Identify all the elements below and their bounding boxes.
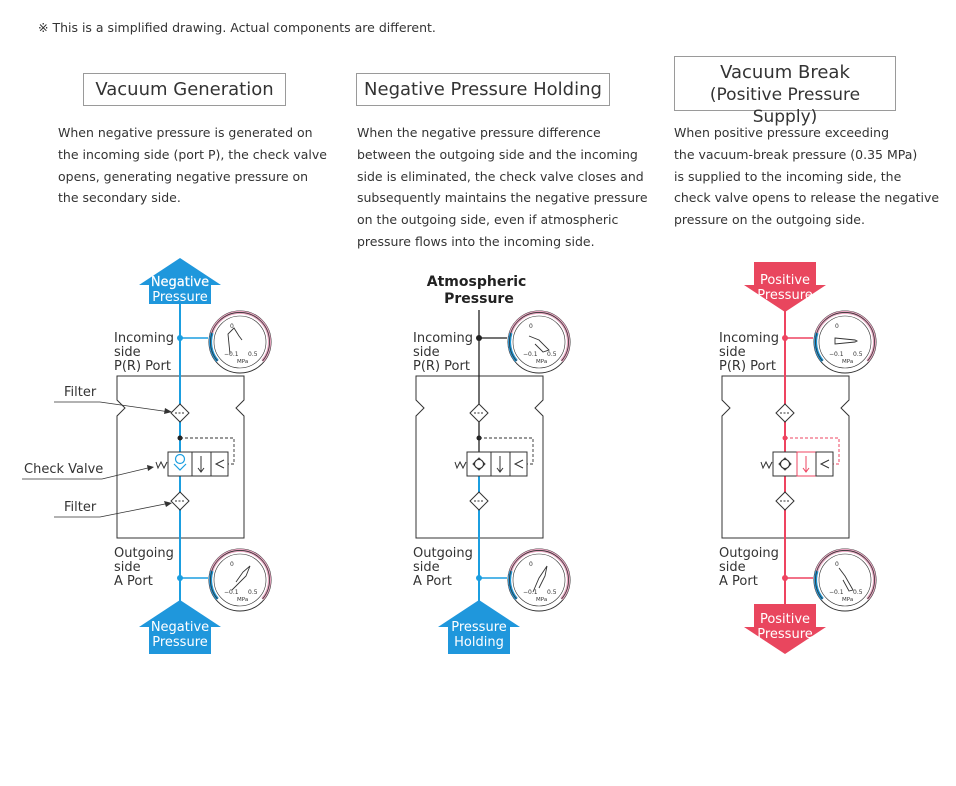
svg-text:−0.1: −0.1 xyxy=(829,351,844,358)
description-line: the vacuum-break pressure (0.35 MPa) xyxy=(674,146,918,162)
description-line: the incoming side (port P), the check va… xyxy=(58,146,327,162)
incoming-port-label: Incoming side P(R) Port xyxy=(413,331,477,374)
description-line: side is eliminated, the check valve clos… xyxy=(357,168,644,184)
check-valve-symbol xyxy=(760,451,834,477)
description-line: is supplied to the incoming side, the xyxy=(674,168,902,184)
arrow-label: Positive xyxy=(760,612,810,627)
filter-callout-top: Filter xyxy=(64,385,97,400)
svg-text:0: 0 xyxy=(230,561,234,568)
svg-text:MPa: MPa xyxy=(842,597,853,603)
svg-text:MPa: MPa xyxy=(842,359,853,365)
svg-text:0.5: 0.5 xyxy=(248,351,258,358)
arrow-label: Negative xyxy=(151,620,209,635)
pilot-line xyxy=(479,437,534,465)
title-vacuum-generation: Vacuum Generation xyxy=(83,73,286,106)
svg-text:0: 0 xyxy=(529,323,533,330)
diagram-vacuum-generation: Negative Pressure Negative Pressure Inco… xyxy=(114,258,273,654)
description-line: check valve opens to release the negativ… xyxy=(674,190,940,206)
description-line: on the outgoing side, even if atmospheri… xyxy=(357,212,619,228)
svg-text:0: 0 xyxy=(835,323,839,330)
disclaimer-note: ※ This is a simplified drawing. Actual c… xyxy=(38,20,436,35)
description-line: pressure flows into the incoming side. xyxy=(357,233,595,249)
atmospheric-pressure-label: Atmospheric Pressure xyxy=(427,274,531,307)
arrow-label: Pressure xyxy=(757,288,813,303)
svg-text:0.5: 0.5 xyxy=(547,351,557,358)
title-vacuum-break: Vacuum Break (Positive Pressure Supply) xyxy=(674,56,896,127)
svg-text:−0.1: −0.1 xyxy=(224,589,239,596)
filter-callout-bottom: Filter xyxy=(64,500,97,515)
outgoing-port-label: Outgoing side A Port xyxy=(719,546,783,589)
svg-text:−0.1: −0.1 xyxy=(224,351,239,358)
svg-text:MPa: MPa xyxy=(536,359,547,365)
pilot-line xyxy=(785,437,840,465)
svg-text:0: 0 xyxy=(529,561,533,568)
pilot-line xyxy=(180,437,235,465)
description-line: the secondary side. xyxy=(58,190,181,206)
arrow-label: Pressure xyxy=(451,620,507,635)
arrow-label: Pressure xyxy=(152,290,208,305)
outgoing-port-label: Outgoing side A Port xyxy=(114,546,178,589)
check-valve-symbol xyxy=(454,451,528,477)
svg-text:0.5: 0.5 xyxy=(248,589,258,596)
svg-text:−0.1: −0.1 xyxy=(829,589,844,596)
negative-pressure-up-arrow xyxy=(139,600,221,654)
incoming-port-label: Incoming side P(R) Port xyxy=(719,331,783,374)
pressure-gauge-incoming: 0 −0.1 0.5 MPa xyxy=(207,309,273,375)
title-line-1: Vacuum Break xyxy=(720,62,850,83)
svg-text:MPa: MPa xyxy=(536,597,547,603)
svg-text:0.5: 0.5 xyxy=(547,589,557,596)
svg-text:0.5: 0.5 xyxy=(853,351,863,358)
check-valve-callout: Check Valve xyxy=(24,462,103,477)
diagram-negative-pressure-holding: Atmospheric Pressure Pressure Holding In… xyxy=(413,274,572,654)
arrow-label: Pressure xyxy=(757,627,813,642)
positive-pressure-down-arrow xyxy=(744,604,826,654)
diagram-vacuum-break: Positive Pressure Positive Pressure Inco… xyxy=(719,262,878,654)
svg-text:MPa: MPa xyxy=(237,359,248,365)
pressure-holding-up-arrow xyxy=(438,600,520,654)
description-line: When the negative pressure difference xyxy=(357,125,601,140)
svg-text:MPa: MPa xyxy=(237,597,248,603)
svg-text:0.5: 0.5 xyxy=(853,589,863,596)
outgoing-port-label: Outgoing side A Port xyxy=(413,546,477,589)
pressure-gauge-outgoing: 0 −0.1 0.5 MPa xyxy=(812,547,878,613)
title-negative-pressure-holding: Negative Pressure Holding xyxy=(356,73,610,106)
title-text: Vacuum Generation xyxy=(95,79,274,100)
arrow-label: Pressure xyxy=(152,635,208,650)
check-valve-symbol xyxy=(155,451,229,477)
title-text: Negative Pressure Holding xyxy=(364,79,602,100)
description-line: When positive pressure exceeding xyxy=(674,125,890,140)
description-line: opens, generating negative pressure on xyxy=(58,168,309,184)
svg-text:0: 0 xyxy=(835,561,839,568)
svg-text:0: 0 xyxy=(230,323,234,330)
pressure-gauge-outgoing: 0 −0.1 0.5 MPa xyxy=(207,547,273,613)
pressure-gauge-incoming: 0 −0.1 0.5 MPa xyxy=(506,309,572,375)
arrow-label: Holding xyxy=(454,635,504,650)
arrow-label: Negative xyxy=(151,275,209,290)
description-line: between the outgoing side and the incomi… xyxy=(357,146,638,162)
description-line: When negative pressure is generated on xyxy=(58,125,313,140)
pressure-gauge-incoming: 0 −0.1 0.5 MPa xyxy=(812,309,878,375)
title-line-2: (Positive Pressure Supply) xyxy=(709,85,861,127)
description-line: pressure on the outgoing side. xyxy=(674,212,865,228)
description-vacuum-break: When positive pressure exceeding the vac… xyxy=(674,122,939,231)
incoming-port-label: Incoming side P(R) Port xyxy=(114,331,178,374)
positive-pressure-down-arrow xyxy=(744,262,826,312)
arrow-label: Positive xyxy=(760,273,810,288)
callouts: Filter Check Valve Filter xyxy=(22,385,172,518)
description-negative-pressure-holding: When the negative pressure difference be… xyxy=(357,122,648,253)
description-line: subsequently maintains the negative pres… xyxy=(357,190,648,206)
svg-text:−0.1: −0.1 xyxy=(523,351,538,358)
description-vacuum-generation: When negative pressure is generated on t… xyxy=(58,122,327,209)
svg-text:−0.1: −0.1 xyxy=(523,589,538,596)
negative-pressure-up-arrow xyxy=(139,258,221,304)
pressure-gauge-outgoing: 0 −0.1 0.5 MPa xyxy=(506,547,572,613)
